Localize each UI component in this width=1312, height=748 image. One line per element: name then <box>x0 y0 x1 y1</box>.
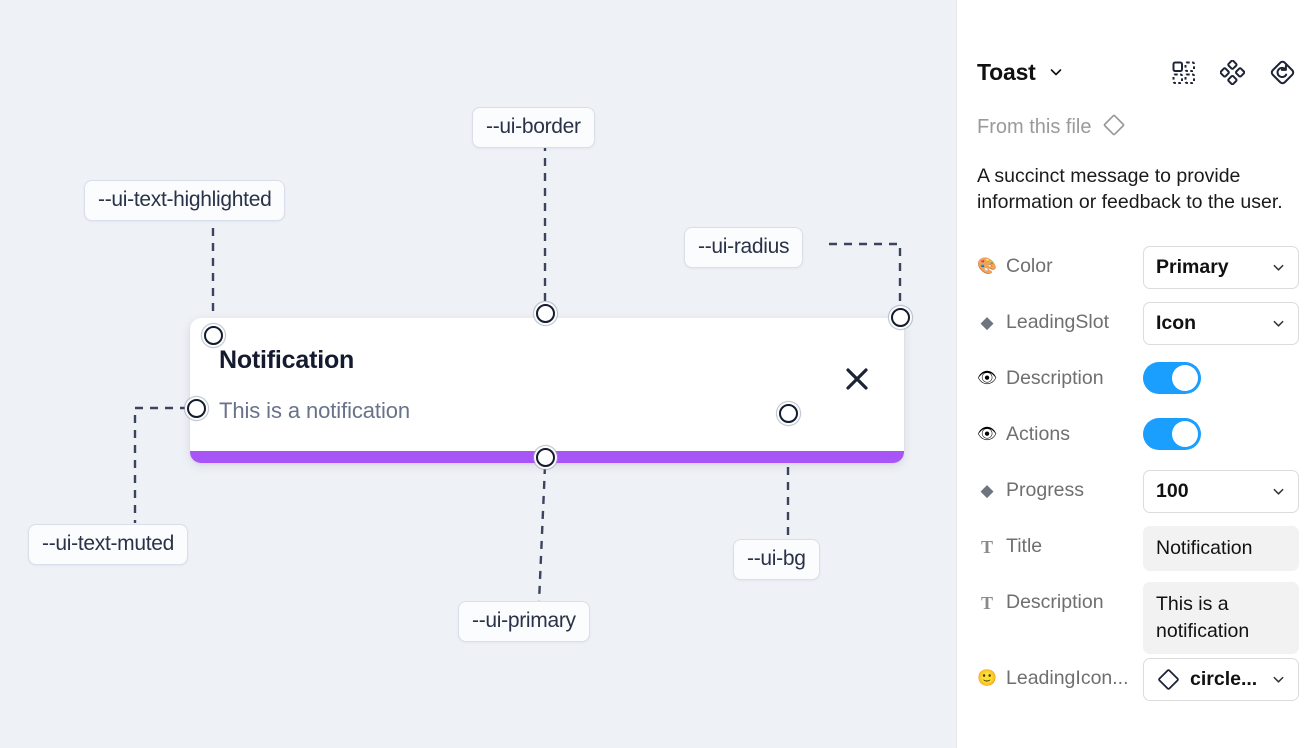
variants-icon[interactable] <box>1171 60 1196 85</box>
property-label-group: T Description <box>977 578 1143 614</box>
property-list: 🎨 Color Primary ◆ LeadingSlot <box>957 242 1312 710</box>
annotation-pill-ui-radius[interactable]: --ui-radius <box>684 227 804 268</box>
source-row[interactable]: From this file <box>977 113 1126 142</box>
toast-preview-card[interactable]: Notification This is a notification <box>190 318 904 463</box>
eye-icon: 👁 <box>976 425 998 443</box>
properties-panel: Toast <box>956 0 1312 748</box>
annotation-pill-ui-bg[interactable]: --ui-bg <box>733 539 820 580</box>
panel-header-icons <box>1171 59 1296 86</box>
property-control: Icon <box>1143 298 1312 345</box>
chevron-down-icon[interactable] <box>1046 62 1066 82</box>
property-label-group: 🎨 Color <box>977 242 1143 278</box>
property-row-leadingicon: 🙂 LeadingIcon... circle... <box>957 654 1312 710</box>
property-label-group: T Title <box>977 522 1143 558</box>
toast-description: This is a notification <box>219 398 410 423</box>
select-value: circle... <box>1190 668 1258 690</box>
chevron-down-icon <box>1265 260 1286 275</box>
diamond-icon <box>1102 113 1126 142</box>
property-label: Progress <box>1006 479 1085 501</box>
panel-header: Toast <box>977 52 1296 92</box>
property-control: This is a notification <box>1143 578 1312 654</box>
property-row-title: T Title Notification <box>957 522 1312 578</box>
property-label: Description <box>1006 591 1104 613</box>
design-canvas[interactable]: Notification This is a notification --ui… <box>0 0 956 748</box>
color-select[interactable]: Primary <box>1143 246 1299 289</box>
chevron-down-icon <box>1265 316 1286 331</box>
toggle-knob <box>1172 365 1198 391</box>
property-label: Color <box>1006 255 1053 277</box>
select-value: 100 <box>1156 480 1189 502</box>
handle-ui-bg[interactable] <box>779 404 798 423</box>
smiley-icon: 🙂 <box>977 669 997 687</box>
property-row-description: 👁 Description <box>957 354 1312 410</box>
property-row-progress: ◆ Progress 100 <box>957 466 1312 522</box>
chevron-down-icon <box>1265 672 1286 687</box>
property-row-actions: 👁 Actions <box>957 410 1312 466</box>
annotation-pill-ui-text-highlighted[interactable]: --ui-text-highlighted <box>84 180 286 221</box>
property-label: Actions <box>1006 423 1070 445</box>
annotation-pill-ui-text-muted[interactable]: --ui-text-muted <box>28 524 189 565</box>
text-icon: T <box>980 536 993 557</box>
property-control <box>1143 354 1312 394</box>
source-label: From this file <box>977 116 1092 138</box>
property-control: circle... <box>1143 654 1312 701</box>
description-toggle[interactable] <box>1143 362 1201 394</box>
annotation-pill-ui-primary[interactable]: --ui-primary <box>458 601 590 642</box>
property-label: Description <box>1006 367 1104 389</box>
property-control <box>1143 410 1312 450</box>
diamond-icon: ◆ <box>980 481 994 500</box>
handle-ui-text-highlighted[interactable] <box>204 326 223 345</box>
toast-title: Notification <box>219 346 355 374</box>
property-label-group: 👁 Description <box>977 354 1143 390</box>
diamond-icon <box>1156 667 1181 692</box>
property-label-group: 🙂 LeadingIcon... <box>977 654 1143 690</box>
palette-icon: 🎨 <box>977 257 997 275</box>
property-row-description-text: T Description This is a notification <box>957 578 1312 654</box>
eye-icon: 👁 <box>976 369 998 387</box>
close-icon[interactable] <box>844 366 870 392</box>
property-label-group: 👁 Actions <box>977 410 1143 446</box>
component-name: Toast <box>977 58 1036 85</box>
property-label-group: ◆ LeadingSlot <box>977 298 1143 334</box>
actions-toggle[interactable] <box>1143 418 1201 450</box>
property-control: Primary <box>1143 242 1312 289</box>
property-label: Title <box>1006 535 1043 557</box>
reset-instance-icon[interactable] <box>1269 59 1296 86</box>
property-control: Notification <box>1143 522 1312 571</box>
title-input[interactable]: Notification <box>1143 526 1299 571</box>
component-icon[interactable] <box>1220 59 1245 85</box>
select-value: Icon <box>1156 312 1197 334</box>
property-control: 100 <box>1143 466 1312 513</box>
property-row-color: 🎨 Color Primary <box>957 242 1312 298</box>
toggle-knob <box>1172 421 1198 447</box>
handle-ui-text-muted[interactable] <box>187 399 206 418</box>
property-label-group: ◆ Progress <box>977 466 1143 502</box>
property-label: LeadingIcon... <box>1006 667 1129 689</box>
chevron-down-icon <box>1265 484 1286 499</box>
leadingicon-select[interactable]: circle... <box>1143 658 1299 701</box>
component-description: A succinct message to provide informatio… <box>977 165 1283 213</box>
handle-ui-radius[interactable] <box>891 308 910 327</box>
select-value: Primary <box>1156 256 1229 278</box>
annotation-pill-ui-border[interactable]: --ui-border <box>472 107 595 148</box>
description-input[interactable]: This is a notification <box>1143 582 1299 654</box>
diamond-icon: ◆ <box>980 313 994 332</box>
leadingslot-select[interactable]: Icon <box>1143 302 1299 345</box>
handle-ui-border[interactable] <box>536 304 555 323</box>
property-row-leadingslot: ◆ LeadingSlot Icon <box>957 298 1312 354</box>
property-label: LeadingSlot <box>1006 311 1110 333</box>
text-icon: T <box>980 592 993 613</box>
progress-select[interactable]: 100 <box>1143 470 1299 513</box>
handle-ui-primary[interactable] <box>536 448 555 467</box>
